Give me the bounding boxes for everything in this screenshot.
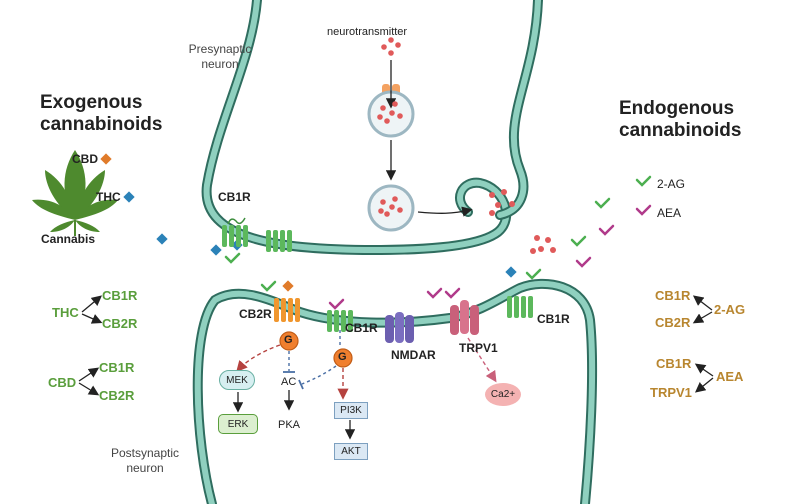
pi3k-node: PI3K <box>334 402 368 419</box>
g-protein-icon <box>333 348 353 368</box>
left-panel-arrows <box>78 295 103 396</box>
cannabis-label: Cannabis <box>41 232 96 246</box>
right-aea-source: AEA <box>716 369 744 384</box>
right-2ag-source: 2-AG <box>714 302 746 317</box>
mek-node: MEK <box>219 370 255 390</box>
postsynaptic-cb1r-receptor <box>327 310 353 332</box>
thc-marker-icon <box>505 266 517 278</box>
cbd-marker-icon <box>100 153 112 165</box>
presynaptic-cb1r-receptor <box>266 230 292 252</box>
thc-marker-icon <box>156 233 168 245</box>
exogenous-heading: Exogenous cannabinoids <box>40 92 163 135</box>
left-cbd-target-cb1r: CB1R <box>99 360 135 375</box>
aea-marks <box>328 204 652 310</box>
nmdar-label: NMDAR <box>391 348 436 362</box>
ac-label: AC <box>281 376 297 388</box>
right-2ag-target-cb2r: CB2R <box>655 315 691 330</box>
postsynaptic-membrane <box>192 278 598 504</box>
erk-node: ERK <box>218 414 258 434</box>
released-neurotransmitter <box>489 189 556 254</box>
right-aea-target-cb1r: CB1R <box>656 356 692 371</box>
legend-2ag-label: 2-AG <box>657 177 686 191</box>
presynaptic-membrane <box>201 0 543 256</box>
ca2-ion: Ca2+ <box>485 383 521 406</box>
postsynaptic-cb2r-receptor <box>274 298 300 322</box>
signaling-arrows <box>232 330 497 440</box>
akt-node: AKT <box>334 443 368 460</box>
left-cbd-source: CBD <box>48 375 77 390</box>
right-panel-arrows <box>692 295 714 393</box>
trpv1-receptor <box>450 300 479 335</box>
thc-marker-icon <box>210 244 222 256</box>
g-protein-label: G <box>284 334 293 346</box>
neurotransmitter-label: neurotransmitter <box>327 26 408 38</box>
left-cbd-target-cb2r: CB2R <box>99 388 135 403</box>
two-ag-marks <box>224 175 652 292</box>
presynaptic-cb1r-receptor <box>222 217 248 247</box>
presynaptic-cb1r-label: CB1R <box>218 190 251 204</box>
postsynaptic-neuron-label: Postsynaptic neuron <box>110 446 180 475</box>
right-2ag-target-cb1r: CB1R <box>655 288 691 303</box>
left-thc-source: THC <box>52 305 79 320</box>
trpv1-label: TRPV1 <box>459 341 498 355</box>
cannabis-leaf-icon <box>32 150 118 236</box>
right-aea-target-trpv1: TRPV1 <box>650 385 692 400</box>
postsynaptic-cb1r-receptor <box>507 296 533 318</box>
vesicle-pathway <box>367 37 556 254</box>
endogenous-heading: Endogenous cannabinoids <box>619 98 742 141</box>
postsynaptic-cb1r-label: CB1R <box>345 321 378 335</box>
legend-aea-label: AEA <box>657 206 682 220</box>
cbd-label: CBD <box>72 152 98 166</box>
presynaptic-neuron-label: Presynaptic neuron <box>188 42 252 71</box>
left-thc-target-cb1r: CB1R <box>102 288 138 303</box>
thc-label: THC <box>96 190 121 204</box>
g-protein-icon <box>279 331 299 351</box>
right-cb1r-label: CB1R <box>537 312 570 326</box>
nmdar-receptor <box>385 312 414 343</box>
left-thc-target-cb2r: CB2R <box>102 316 138 331</box>
pka-label: PKA <box>278 419 301 431</box>
cbd-marker-icon <box>282 280 294 292</box>
g-protein-label: G <box>338 351 347 363</box>
cb2r-label: CB2R <box>239 307 272 321</box>
thc-marker-icon <box>123 191 135 203</box>
